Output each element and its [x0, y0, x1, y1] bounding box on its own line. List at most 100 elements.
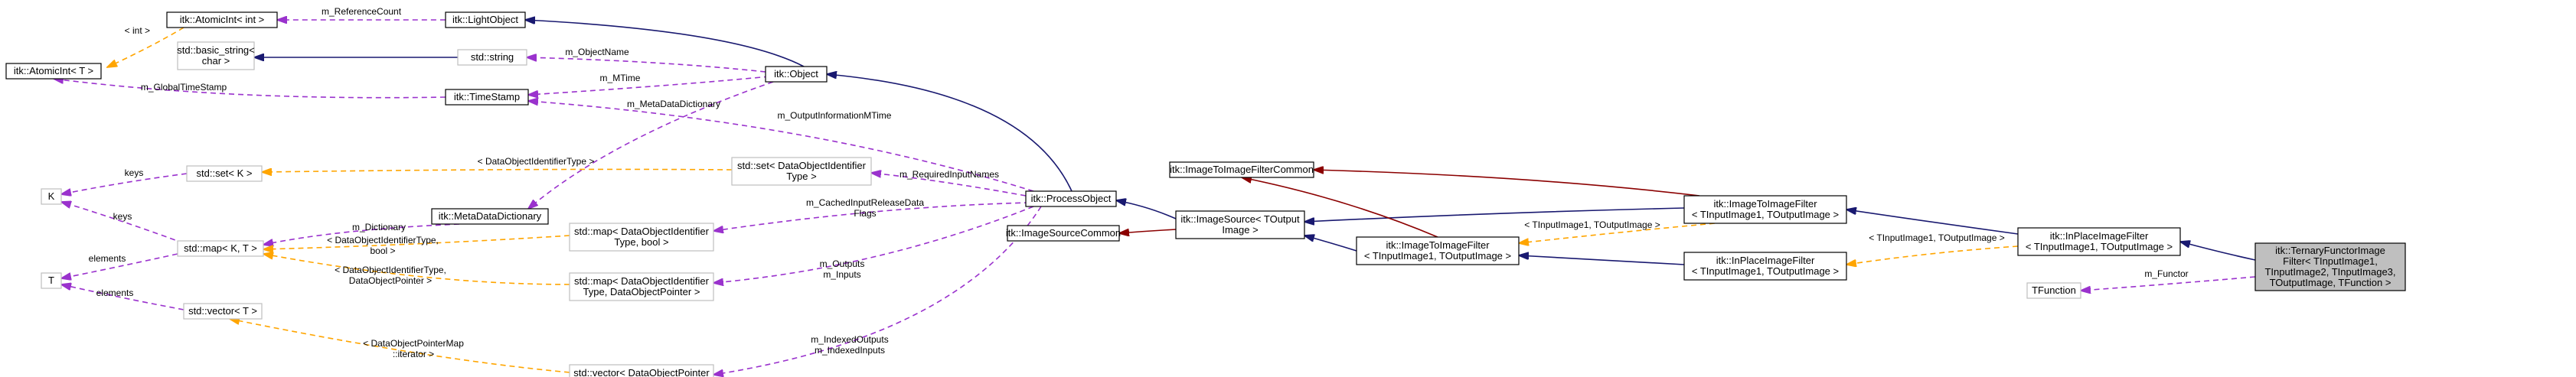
class-name: std::set< K > [197, 167, 253, 179]
edge-label: < int > [125, 25, 150, 36]
class-name-line: std::basic_string< [177, 44, 255, 56]
edge-line [1304, 207, 1685, 222]
edge-label-line: < TInputImage1, TOutputImage > [1869, 232, 2004, 243]
class-name-line: itk::Object [774, 68, 818, 80]
class-name-line: Type, bool > [614, 236, 668, 248]
edge-e11: < DataObjectIdentifierType > [262, 156, 733, 172]
class-name-line: std::map< K, T > [184, 242, 257, 254]
class-node-time-stamp[interactable]: itk::TimeStamp [445, 89, 529, 106]
class-name-line: std::map< DataObjectIdentifier [574, 275, 710, 287]
class-node-image-source-common[interactable]: itk::ImageSourceCommon [1006, 225, 1121, 242]
class-name-line: itk::AtomicInt< int > [180, 14, 265, 25]
class-box [1683, 252, 1847, 281]
class-name-line: itk::MetaDataDictionary [439, 210, 542, 222]
class-name-line: K [48, 190, 55, 202]
class-name: TFunction [2032, 284, 2076, 296]
edge-e3 [525, 20, 805, 67]
class-box [765, 66, 828, 83]
class-node-object[interactable]: itk::Object [765, 66, 828, 83]
class-name-line: Image > [1222, 224, 1258, 236]
class-name: itk::Object [774, 68, 818, 80]
edge-line [61, 284, 184, 310]
class-box [445, 11, 526, 28]
edge-line [2180, 242, 2256, 261]
edge-label-line: elements [96, 288, 134, 298]
class-node-map-k-t[interactable]: std::map< K, T > [177, 240, 264, 257]
edge-e10: m_OutputInformationMTime [528, 101, 1034, 192]
edge-label: m_ObjectName [565, 47, 629, 57]
edge-e8: m_MetaDataDictionary [528, 81, 774, 209]
class-name-line: std::vector< T > [188, 305, 257, 317]
edge-line [262, 169, 733, 172]
class-node-tfunction[interactable]: TFunction [2026, 282, 2081, 299]
edge-label-line: m_RequiredInputNames [899, 169, 999, 180]
class-name: itk::AtomicInt< T > [14, 65, 93, 76]
edge-line [1314, 170, 1700, 197]
class-name-line: TInputImage2, TInputImage3, [2264, 266, 2395, 278]
edge-line [61, 173, 188, 194]
class-node-ii-filter-b[interactable]: itk::ImageToImageFilter< TInputImage1, T… [1683, 195, 1847, 224]
edge-line [1242, 177, 1438, 238]
edge-e30: < TInputImage1, TOutputImage > [1519, 219, 1716, 243]
edge-label-line: bool > [370, 245, 395, 256]
edge-label-line: m_Inputs [823, 269, 860, 280]
class-node-ii-filter-a[interactable]: itk::ImageToImageFilter< TInputImage1, T… [1356, 236, 1520, 265]
class-node-atomic-int[interactable]: itk::AtomicInt< int > [166, 11, 278, 28]
class-name: std::vector< DataObjectPointerMap::itera… [573, 367, 710, 377]
class-name-line: < TInputImage1, TOutputImage > [2026, 241, 2173, 252]
edge-label-line: m_ObjectName [565, 47, 629, 57]
class-box [177, 41, 255, 70]
class-node-set-k[interactable]: std::set< K > [186, 165, 263, 182]
edge-line [713, 206, 1034, 283]
class-name-line: itk::ImageSourceCommon [1006, 227, 1121, 239]
edge-label-line: DataObjectPointer > [349, 275, 432, 286]
class-node-vector-dop[interactable]: std::vector< DataObjectPointerMap::itera… [569, 364, 714, 377]
edge-label-line: keys [125, 167, 144, 178]
edge-label-line: elements [89, 253, 126, 264]
edge-line [528, 76, 770, 95]
class-node-atomic-int-t[interactable]: itk::AtomicInt< T > [5, 63, 102, 80]
class-node-process-object[interactable]: itk::ProcessObject [1025, 190, 1117, 207]
class-node-std-string[interactable]: std::string [457, 49, 527, 66]
class-node-light-object[interactable]: itk::LightObject [445, 11, 526, 28]
class-name: std::vector< T > [188, 305, 257, 317]
class-node-vector-t[interactable]: std::vector< T > [183, 303, 263, 320]
edge-line [871, 173, 1027, 197]
edge-line [1846, 245, 2019, 265]
edge-label-line: keys [113, 211, 132, 222]
edge-label: elements [89, 253, 126, 264]
edge-label-line: m_MetaDataDictionary [627, 99, 720, 109]
class-node-basic-string[interactable]: std::basic_string<char > [177, 41, 255, 70]
class-node-ii-filter-common[interactable]: itk::ImageToImageFilterCommon [1169, 161, 1314, 178]
class-name: itk::ImageToImageFilterCommon [1170, 164, 1314, 175]
class-node-meta-data-dictionary[interactable]: itk::MetaDataDictionary [431, 208, 549, 225]
edge-label: m_ReferenceCount [322, 6, 402, 17]
class-box [41, 272, 62, 289]
edge-line [230, 319, 570, 373]
edge-label-line: < DataObjectIdentifierType > [478, 156, 595, 167]
class-box [183, 303, 263, 320]
edge-label: < TInputImage1, TOutputImage > [1524, 219, 1660, 230]
edge-line [827, 74, 1073, 192]
class-node-t-node[interactable]: T [41, 272, 62, 289]
class-node-k-node[interactable]: K [41, 188, 62, 205]
edge-e26 [1304, 236, 1357, 252]
class-node-inplace-a[interactable]: itk::InPlaceImageFilter< TInputImage1, T… [2017, 227, 2181, 256]
edge-label: m_OutputInformationMTime [778, 110, 892, 121]
class-name-line: T [48, 275, 54, 286]
class-node-inplace-b[interactable]: itk::InPlaceImageFilter< TInputImage1, T… [1683, 252, 1847, 281]
edge-label-line: m_OutputInformationMTime [778, 110, 892, 121]
edge-e14: m_Dictionary [263, 222, 460, 245]
edge-label: < DataObjectIdentifierType,bool > [327, 235, 439, 256]
edges-layer: m_ReferenceCount< int >m_ObjectNamem_MTi… [54, 6, 2256, 375]
edge-line [1116, 200, 1177, 219]
edge-e2: < int > [107, 25, 184, 67]
